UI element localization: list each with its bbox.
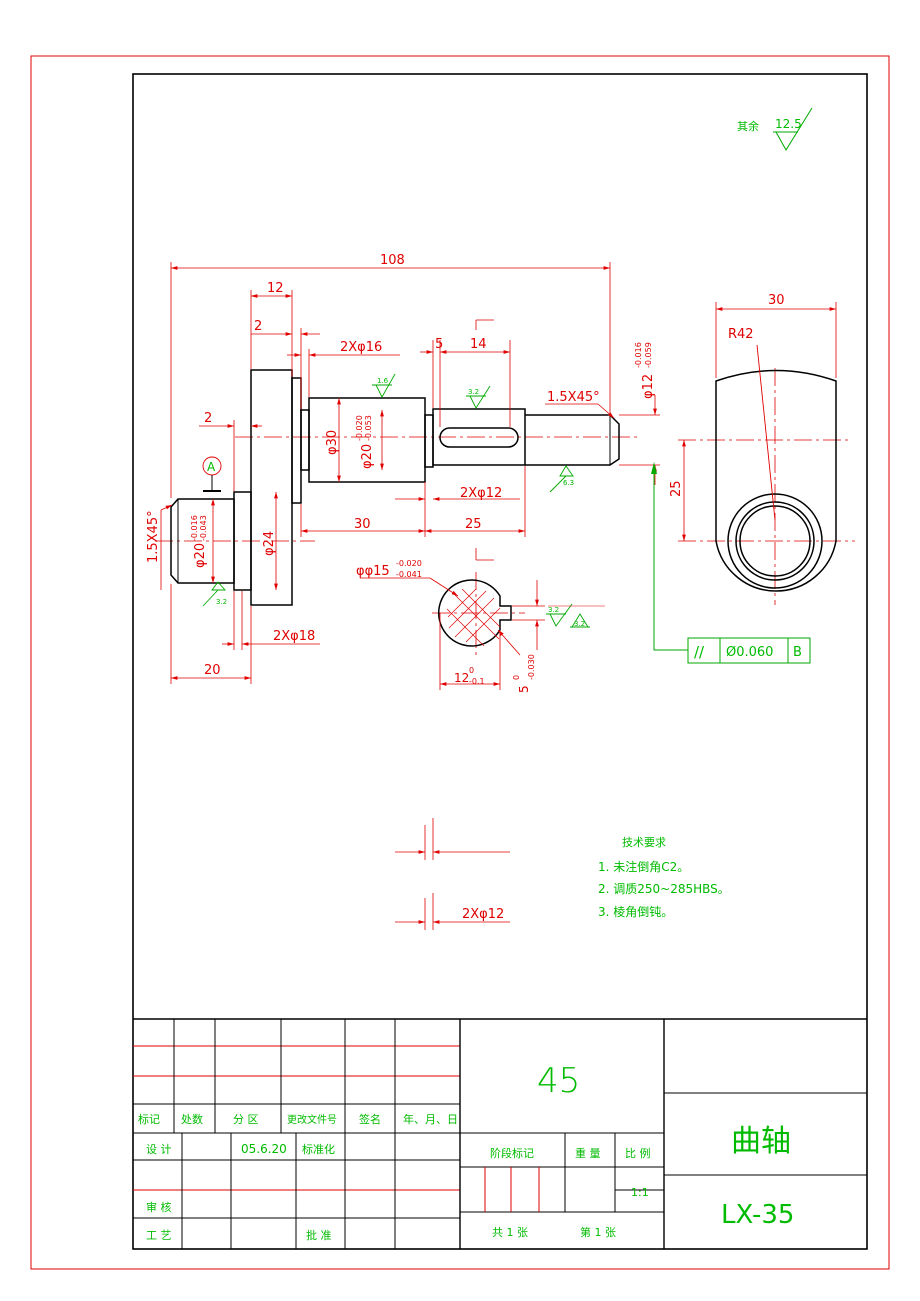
roughness-1-6: 1.6 (377, 377, 389, 385)
tb-drawing-no: LX-35 (721, 1200, 794, 1230)
dim-25-bottom: 25 (465, 517, 482, 532)
roughness-other-label: 其余 (737, 119, 759, 133)
tolerance-datum: B (793, 645, 802, 660)
tech-req-item-2: 2. 调质250~285HBS。 (598, 882, 730, 896)
tech-req-item-1: 1. 未注倒角C2。 (598, 859, 689, 874)
tb-rev-h2: 分 区 (233, 1113, 259, 1126)
dim-12-section-lower: -0.1 (469, 677, 485, 686)
lower-2x12-marker (395, 818, 510, 930)
roughness-3-2-c: 3.2 (548, 606, 559, 614)
tb-design: 设 计 (146, 1143, 172, 1156)
dim-phi15-lower: -0.041 (396, 570, 422, 579)
roughness-3-2-a: 3.2 (468, 388, 479, 396)
dim-2x16: 2Xφ16 (340, 340, 382, 355)
dim-phi12-lower: -0.059 (644, 342, 653, 368)
dim-14: 14 (470, 337, 487, 352)
dim-phi20-left-base: φ20 (193, 543, 208, 568)
dim-20: 20 (204, 663, 221, 678)
dim-2-left: 2 (204, 411, 212, 426)
outer-frame (30, 55, 890, 1270)
dim-25-side: 25 (669, 480, 684, 497)
dim-phi20-left-upper: -0.016 (190, 515, 199, 541)
dim-phi12-upper: -0.016 (634, 342, 643, 368)
tb-rev-h4: 签名 (359, 1112, 381, 1126)
main-dimension-texts: 108 12 2 2Xφ16 5 14 1.5X45° φ12 -0.016 -… (146, 253, 656, 678)
section-view: 12 0 -0.1 5 0 -0.030 φφ15 -0.020 -0.041 … (356, 559, 605, 693)
dim-phi24: φ24 (262, 531, 277, 556)
tb-scale: 比 例 (625, 1146, 651, 1160)
tb-rev-h0: 标记 (138, 1112, 160, 1126)
tb-date: 05.6.20 (241, 1142, 287, 1156)
dim-phi20-pin-upper: -0.020 (355, 415, 364, 441)
crankshaft-main-view (170, 369, 620, 606)
dim-5-section-upper: 0 (512, 675, 521, 680)
crankshaft-side-view (715, 369, 837, 592)
dim-chamfer-left: 1.5X45° (146, 510, 161, 563)
dim-phi20-left-lower: -0.043 (199, 515, 208, 541)
tolerance-symbol: // (694, 643, 705, 661)
roughness-3-2-b: 3.2 (216, 598, 227, 606)
roughness-6-3: 6.3 (563, 479, 574, 487)
tb-stage-mark: 阶段标记 (490, 1146, 534, 1160)
tb-sheet-no: 第 1 张 (580, 1225, 616, 1239)
dim-phi30: φ30 (325, 430, 340, 455)
tolerance-value: Ø0.060 (726, 645, 773, 660)
tb-process: 工 艺 (146, 1229, 172, 1242)
tb-standardize: 标准化 (302, 1142, 335, 1156)
dim-5-section-lower: -0.030 (527, 654, 536, 680)
tb-review: 审 核 (146, 1200, 172, 1214)
dim-phi20-pin-base: φ20 (360, 444, 375, 469)
dim-2x12-lower: 2Xφ12 (462, 907, 504, 922)
dim-chamfer-top: 1.5X45° (547, 390, 600, 405)
dim-12: 12 (267, 281, 284, 296)
r42-leader (756, 344, 776, 521)
tb-approve: 批 准 (306, 1228, 332, 1242)
tech-req-item-3: 3. 棱角倒钝。 (598, 904, 673, 919)
dim-2-top: 2 (254, 319, 262, 334)
dim-phi15-base: φφ15 (356, 564, 390, 579)
tb-rev-h5: 年、月、日 (403, 1112, 458, 1126)
roughness-marks: 1.6 3.2 6.3 3.2 (202, 373, 574, 607)
dim-12-section-base: 12 (454, 671, 469, 685)
roughness-3-2-d: 3.2 (574, 620, 585, 628)
title-block (133, 1018, 867, 1249)
tb-rev-h1: 处数 (181, 1113, 203, 1126)
dim-2x18: 2Xφ18 (273, 629, 315, 644)
dim-30-bottom: 30 (354, 517, 371, 532)
tb-part-name: 曲轴 (731, 1124, 791, 1159)
dim-phi20-pin-lower: -0.053 (364, 415, 373, 441)
dim-108: 108 (380, 253, 405, 268)
dim-r42: R42 (728, 327, 754, 342)
dim-2x12-top: 2Xφ12 (460, 486, 502, 501)
roughness-other-value: 12.5 (775, 117, 802, 131)
inner-frame (132, 73, 868, 1250)
datum-a-label: A (207, 460, 216, 474)
dim-phi15-upper: -0.020 (396, 559, 422, 568)
tb-weight: 重 量 (575, 1146, 601, 1160)
tb-material: 45 (537, 1061, 580, 1101)
dim-30-side: 30 (768, 293, 785, 308)
datum-a-symbol: A (202, 456, 222, 492)
title-block-texts: 45 曲轴 LX-35 标记 处数 分 区 更改文件号 签名 年、月、日 设 计… (138, 1061, 794, 1242)
dim-phi12-base: φ12 (641, 374, 656, 399)
tolerance-frame: // Ø0.060 B (651, 462, 811, 664)
tb-rev-h3: 更改文件号 (287, 1113, 337, 1126)
dim-5-section-base: 5 (517, 685, 531, 693)
technical-requirements: 技术要求 1. 未注倒角C2。 2. 调质250~285HBS。 3. 棱角倒钝… (598, 836, 730, 919)
tb-sheets: 共 1 张 (492, 1226, 528, 1239)
tech-req-title: 技术要求 (622, 836, 666, 849)
dim-12-section-upper: 0 (469, 666, 474, 675)
main-dimension-lines (160, 262, 660, 684)
roughness-other-symbol: 其余 12.5 (737, 107, 813, 151)
dim-5: 5 (435, 337, 443, 352)
tb-scale-value: 1:1 (631, 1186, 649, 1199)
